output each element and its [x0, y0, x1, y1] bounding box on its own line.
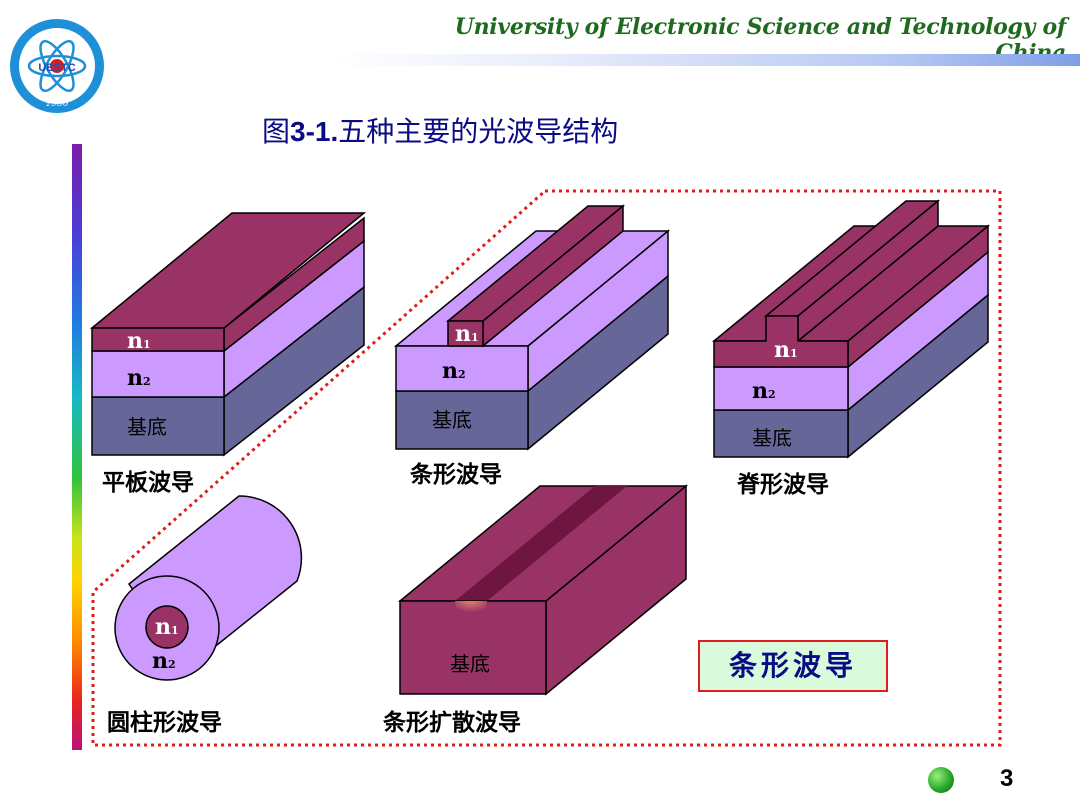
diffused-waveguide [397, 484, 689, 696]
logo-year: 1956 [46, 99, 69, 109]
strip-waveguide-legend: 条形波导 [698, 640, 888, 692]
strip-caption: 条形波导 [410, 461, 502, 488]
strip-group-outline [91, 189, 1002, 747]
ridge-substrate-label: 基底 [752, 426, 792, 450]
university-logo: UESTC 1956 [8, 14, 106, 116]
strip-substrate-label: 基底 [432, 408, 472, 432]
ridge-caption: 脊形波导 [736, 471, 829, 498]
strip-n1-label: n1 [455, 321, 479, 347]
next-slide-button[interactable] [928, 767, 954, 793]
header-gradient-bar [330, 54, 1080, 66]
slab-caption: 平板波导 [102, 470, 194, 496]
ridge-n1-label: n1 [774, 337, 798, 363]
cylinder-n1-label: n1 [155, 614, 179, 640]
page-number: 3 [1000, 765, 1014, 792]
diffused-caption: 条形扩散波导 [383, 709, 521, 736]
figure-title: 图3-1.五种主要的光波导结构 [262, 110, 618, 150]
slab-waveguide [89, 212, 367, 457]
title-text: 五种主要的光波导结构 [338, 115, 619, 148]
rainbow-side-bar [72, 144, 82, 750]
diffused-substrate-label: 基底 [450, 652, 490, 676]
cylinder-n2-label: n2 [152, 648, 176, 674]
slab-n2-label: n2 [127, 365, 151, 391]
title-prefix: 图 [262, 115, 291, 148]
strip-waveguide [393, 204, 671, 451]
cylinder-waveguide [114, 495, 303, 681]
ridge-n2-label: n2 [752, 378, 776, 404]
university-name: University of Electronic Science and Tec… [454, 14, 1067, 66]
logo-abbrev: UESTC [38, 62, 75, 74]
ridge-waveguide [711, 199, 991, 459]
title-number: 3-1. [290, 116, 339, 147]
slab-n1-label: n1 [127, 328, 151, 354]
slab-substrate-label: 基底 [127, 415, 167, 439]
strip-n2-label: n2 [442, 358, 466, 384]
cylinder-caption: 圆柱形波导 [107, 710, 222, 736]
